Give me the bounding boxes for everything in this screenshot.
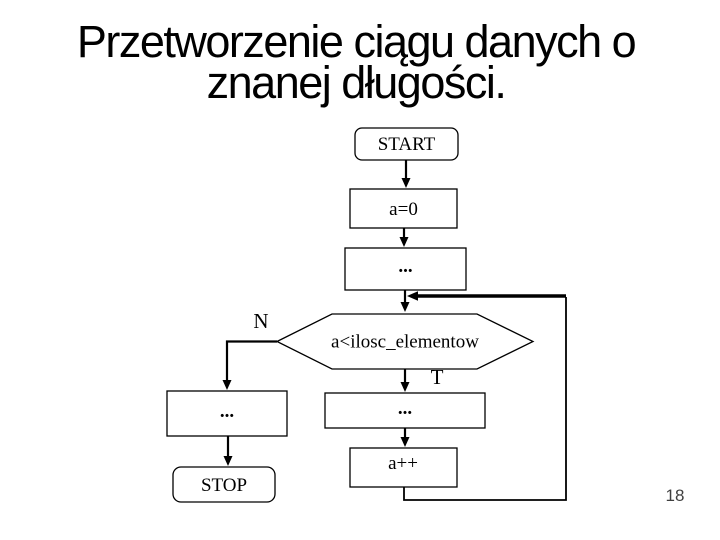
start-terminal [354, 127, 459, 161]
condition-label: a<ilosc_elementow [331, 332, 479, 353]
ellipsis-box-left [166, 390, 288, 437]
arrowhead-into-stop [223, 456, 233, 466]
slide-title-line2: znanej długości. [206, 57, 507, 108]
line-loop-back [403, 297, 567, 501]
flow-connectors [225, 160, 567, 501]
arrowhead-start-to-init [401, 178, 411, 188]
condition-hexagon [275, 313, 535, 370]
increment-box [349, 447, 458, 488]
branch-yes-label: T [431, 365, 444, 389]
arrowhead-init-to-ellipsis [399, 237, 409, 247]
ellipsis-box-top [344, 247, 467, 291]
ellipsis-left-label: ... [220, 401, 234, 422]
start-label: START [378, 134, 436, 155]
arrowhead-into-increment [400, 437, 410, 447]
arrowhead-into-condition [400, 302, 410, 312]
ellipsis-right-label: ... [398, 398, 412, 419]
page-number: 18 [665, 486, 685, 505]
ellipsis-box-right [324, 392, 486, 429]
init-label: a=0 [389, 199, 418, 220]
increment-label: a++ [388, 453, 418, 474]
slide-title-line1: Przetworzenie ciągu danych o [76, 16, 637, 67]
arrowhead-loop-junction [407, 291, 418, 301]
stop-terminal [172, 466, 276, 503]
init-box [349, 188, 458, 229]
line-branch-no [225, 340, 277, 381]
stop-label: STOP [201, 475, 247, 496]
arrowhead-branch-no [222, 380, 232, 390]
arrowheads [222, 178, 418, 466]
branch-no-label: N [253, 309, 268, 333]
arrowhead-branch-yes [400, 382, 410, 392]
ellipsis-top-label: ... [398, 256, 412, 277]
